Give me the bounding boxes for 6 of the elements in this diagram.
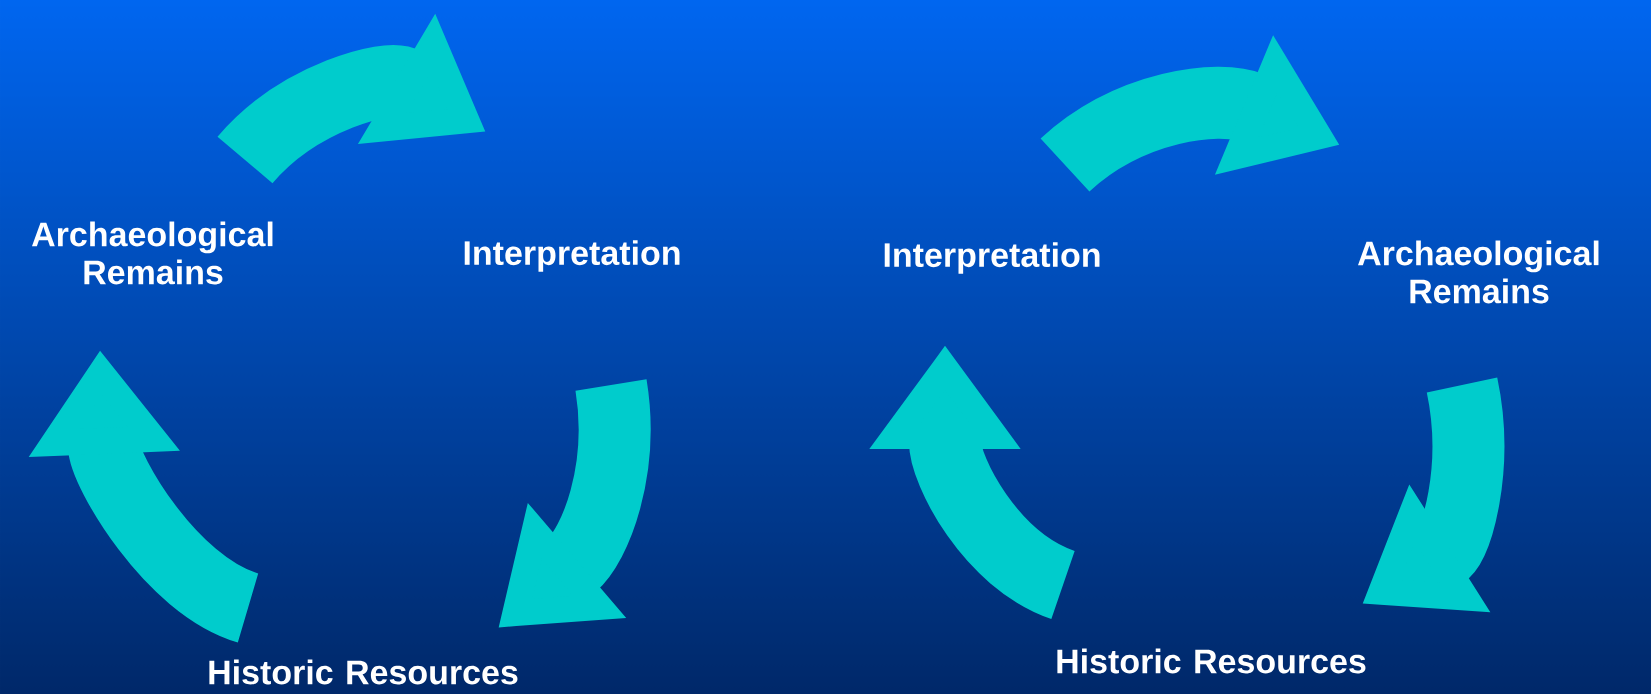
node-label: Archaeological Remains — [32, 221, 273, 285]
node-label: Interpretation — [884, 242, 1100, 274]
node-label: Interpretation — [464, 240, 680, 272]
node-label: Historic Resources — [1057, 648, 1366, 674]
node-label: Historic Resources — [209, 659, 518, 685]
node-label: Archaeological Remains — [1358, 240, 1599, 304]
